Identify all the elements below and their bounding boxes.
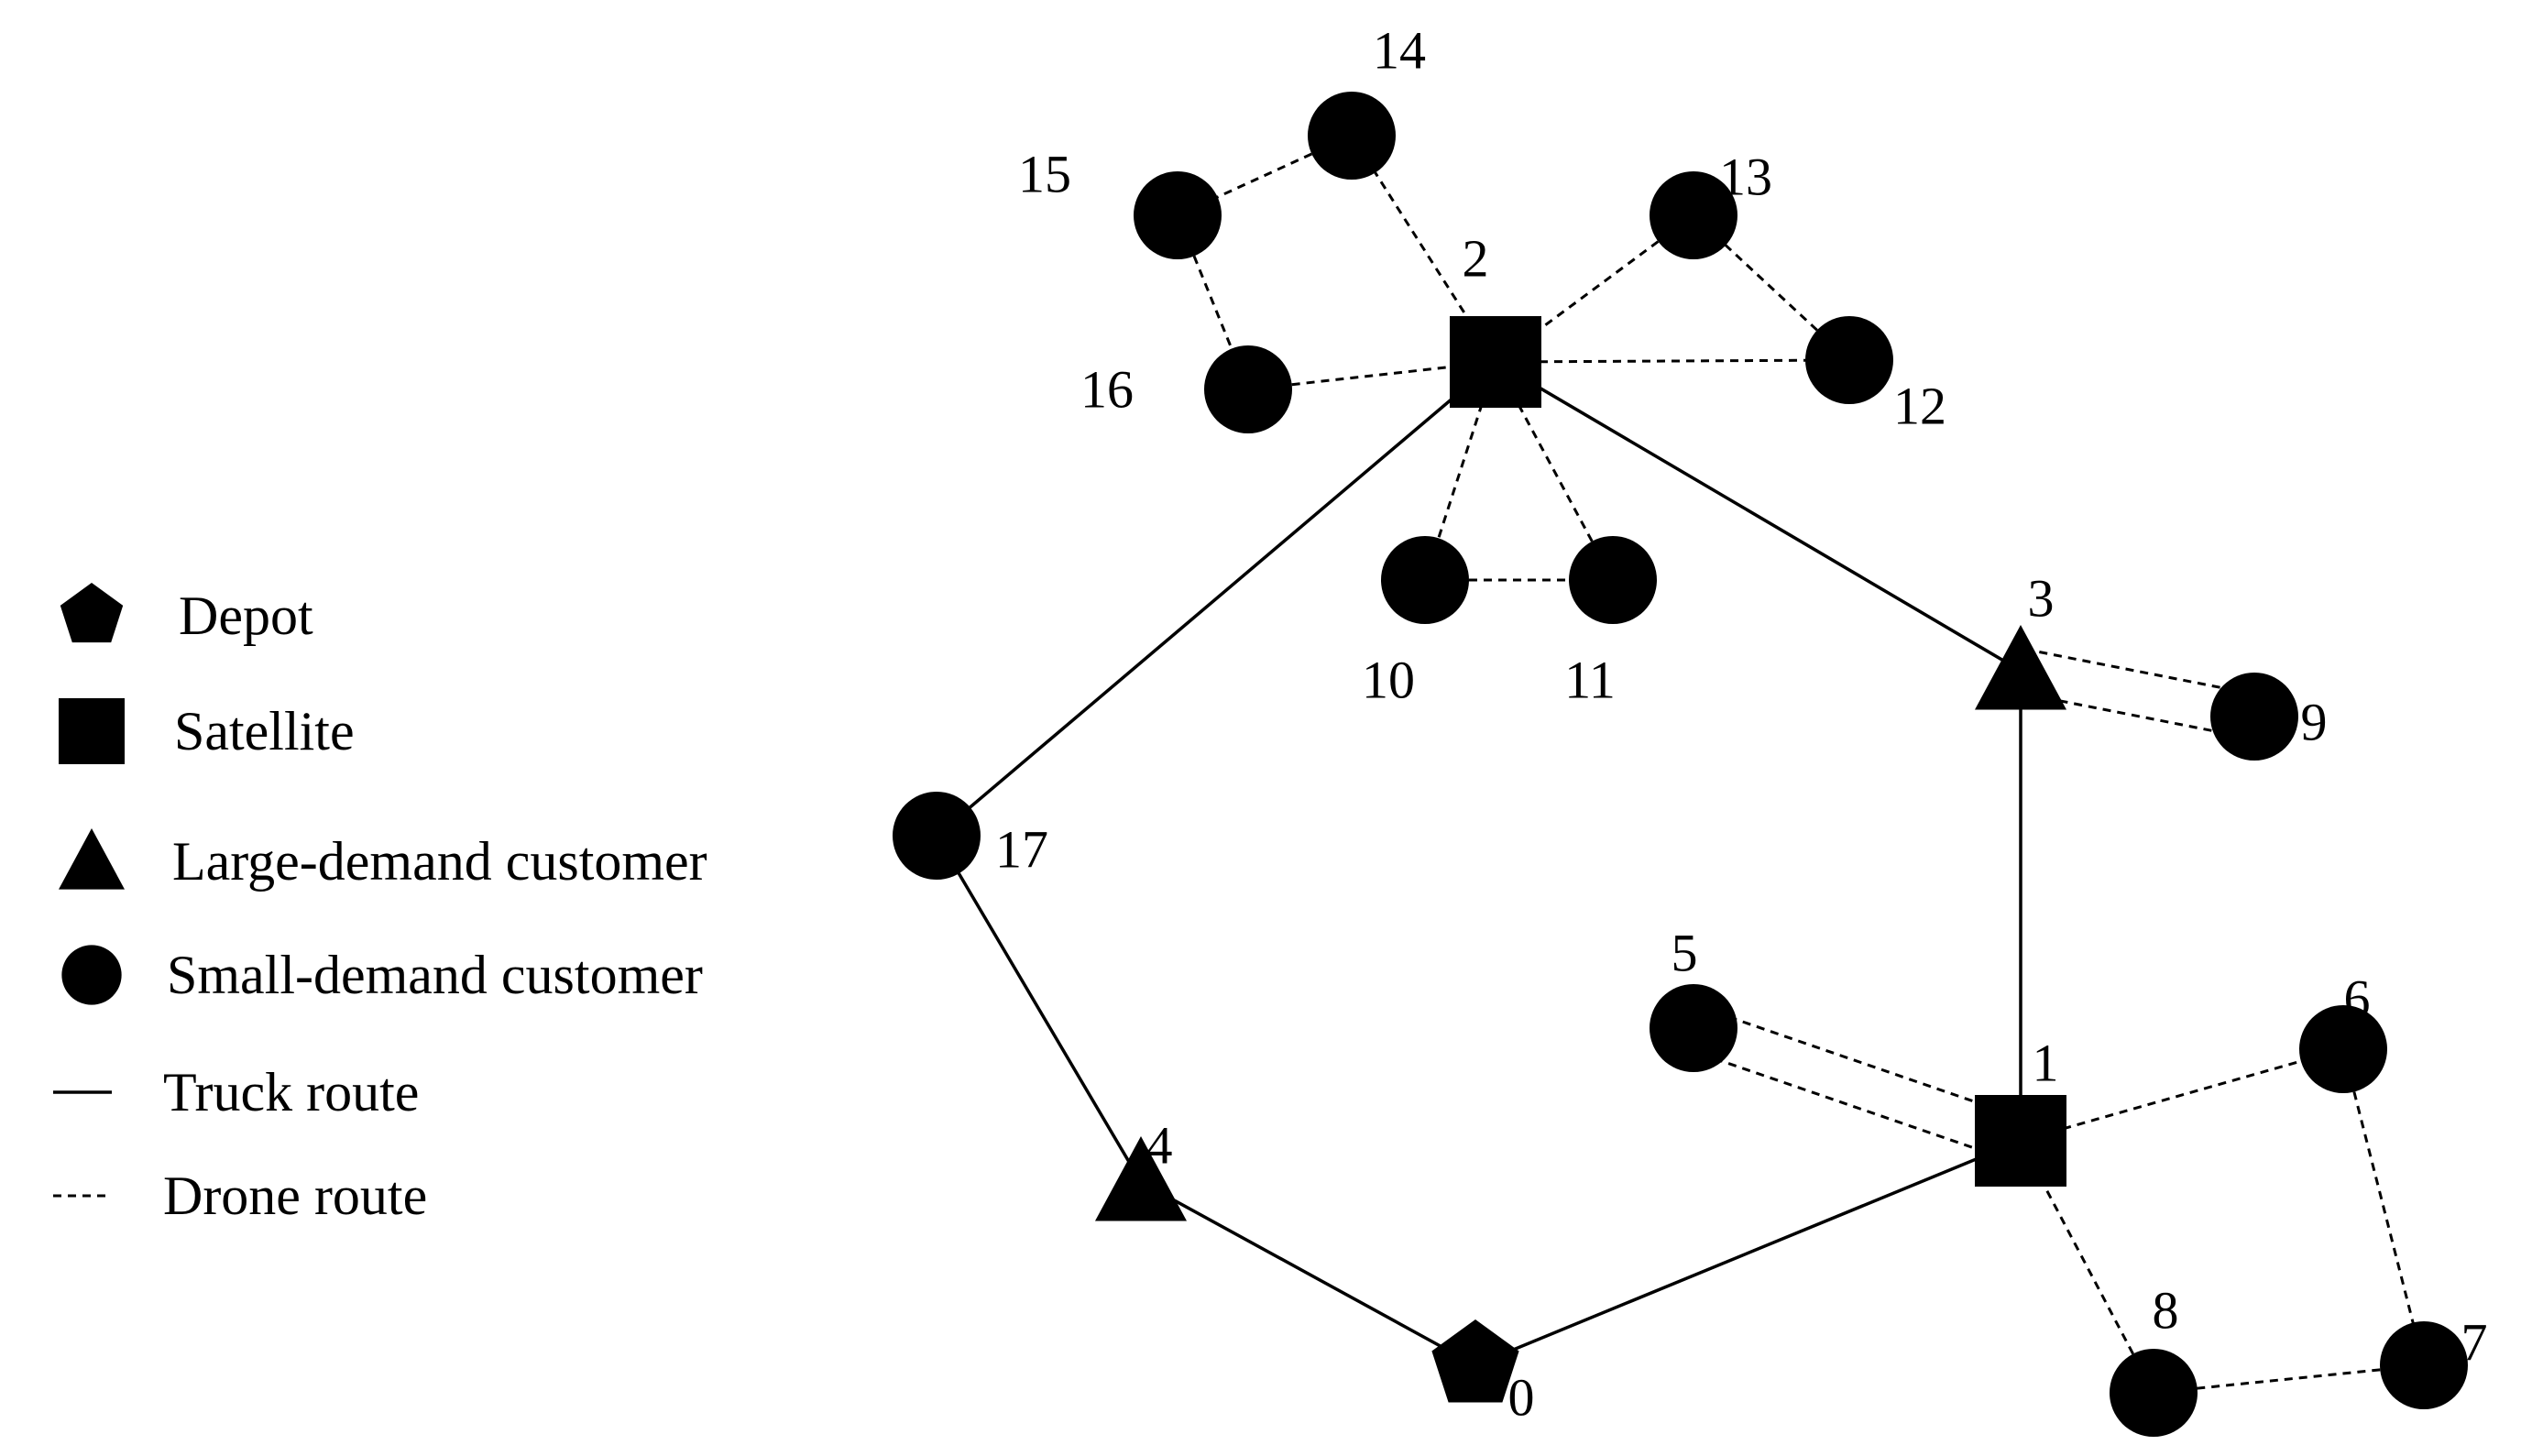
- large-node-3-icon: [1975, 625, 2066, 710]
- node-15: 15: [1018, 145, 1222, 259]
- large-node-4-icon: [1095, 1136, 1187, 1221]
- drone-route-3-9: [2024, 647, 2259, 696]
- node-label-11: 11: [1564, 651, 1616, 710]
- small-node-12-icon: [1805, 316, 1893, 404]
- drone-route-7-8: [2153, 1363, 2425, 1395]
- node-label-12: 12: [1893, 377, 1946, 436]
- legend-item-satellite: Satellite: [59, 698, 355, 764]
- satellite-node-2-icon: [1450, 316, 1541, 408]
- node-1: 1: [1975, 1034, 2066, 1187]
- node-8: 8: [2110, 1281, 2198, 1437]
- node-13: 13: [1650, 148, 1772, 259]
- legend-large-icon: [59, 828, 125, 890]
- node-label-8: 8: [2153, 1281, 2179, 1341]
- node-label-17: 17: [995, 820, 1048, 880]
- node-label-15: 15: [1018, 145, 1071, 204]
- node-7: 7: [2380, 1313, 2488, 1409]
- node-label-0: 0: [1508, 1368, 1535, 1428]
- node-label-1: 1: [2033, 1034, 2059, 1093]
- node-10: 10: [1362, 536, 1469, 710]
- legend-label-satellite: Satellite: [174, 701, 355, 761]
- legend-label-drone: Drone route: [163, 1166, 427, 1226]
- small-node-7-icon: [2380, 1321, 2468, 1409]
- node-5: 5: [1650, 924, 1737, 1072]
- node-6: 6: [2299, 969, 2387, 1093]
- legend-satellite-icon: [59, 698, 125, 764]
- node-12: 12: [1805, 316, 1946, 436]
- small-node-13-icon: [1650, 171, 1737, 259]
- node-label-7: 7: [2461, 1313, 2488, 1373]
- node-0: 0: [1431, 1319, 1535, 1428]
- node-9: 9: [2210, 673, 2328, 761]
- small-node-9-icon: [2210, 673, 2298, 761]
- node-label-2: 2: [1463, 229, 1489, 289]
- node-16: 16: [1080, 345, 1292, 433]
- legend-label-truck: Truck route: [163, 1062, 419, 1122]
- node-label-9: 9: [2301, 693, 2328, 752]
- small-node-8-icon: [2110, 1349, 2198, 1437]
- legend-small-icon: [61, 945, 122, 1005]
- drone-route-1-6: [2020, 1047, 2344, 1143]
- node-4: 4: [1095, 1116, 1187, 1221]
- depot-node-0-icon: [1431, 1319, 1519, 1403]
- truck-route-4-0: [1140, 1180, 1476, 1367]
- drone-route-2-12: [1495, 358, 1850, 364]
- node-3: 3: [1975, 569, 2066, 710]
- legend-label-depot: Depot: [179, 586, 313, 646]
- small-node-11-icon: [1569, 536, 1657, 624]
- node-label-16: 16: [1080, 360, 1134, 420]
- legend-label-small: Small-demand customer: [167, 945, 703, 1005]
- drone-route-1-5: [1685, 1047, 2014, 1164]
- node-label-14: 14: [1373, 21, 1426, 81]
- legend-item-truck: Truck route: [53, 1062, 419, 1122]
- small-node-10-icon: [1381, 536, 1469, 624]
- legend-label-large: Large-demand customer: [172, 831, 707, 892]
- node-17: 17: [893, 792, 1048, 880]
- truck-route-2-17: [935, 360, 1497, 837]
- small-node-14-icon: [1308, 92, 1396, 180]
- node-label-4: 4: [1146, 1116, 1173, 1176]
- legend-depot-icon: [60, 583, 124, 643]
- truck-route-0-1: [1474, 1139, 2022, 1367]
- drone-route-3-9-b: [2016, 691, 2251, 740]
- legend-item-drone: Drone route: [53, 1166, 427, 1226]
- drone-route-6-7: [2341, 1048, 2426, 1366]
- node-label-3: 3: [2028, 569, 2055, 629]
- node-14: 14: [1308, 21, 1426, 180]
- small-node-16-icon: [1204, 345, 1292, 433]
- node-label-5: 5: [1672, 924, 1698, 983]
- small-node-15-icon: [1134, 171, 1222, 259]
- node-11: 11: [1564, 536, 1657, 710]
- legend-item-large: Large-demand customer: [59, 828, 707, 892]
- legend-item-small: Small-demand customer: [61, 945, 703, 1005]
- node-label-6: 6: [2344, 969, 2371, 1029]
- node-2: 2: [1450, 229, 1541, 408]
- node-label-10: 10: [1362, 651, 1415, 710]
- legend-item-depot: Depot: [60, 583, 313, 646]
- small-node-17-icon: [893, 792, 981, 880]
- node-label-13: 13: [1719, 148, 1772, 207]
- truck-route-3-2: [1495, 360, 2022, 673]
- small-node-6-icon: [2299, 1005, 2387, 1093]
- truck-route-17-4: [935, 835, 1143, 1183]
- small-node-5-icon: [1650, 984, 1737, 1072]
- satellite-node-1-icon: [1975, 1095, 2066, 1187]
